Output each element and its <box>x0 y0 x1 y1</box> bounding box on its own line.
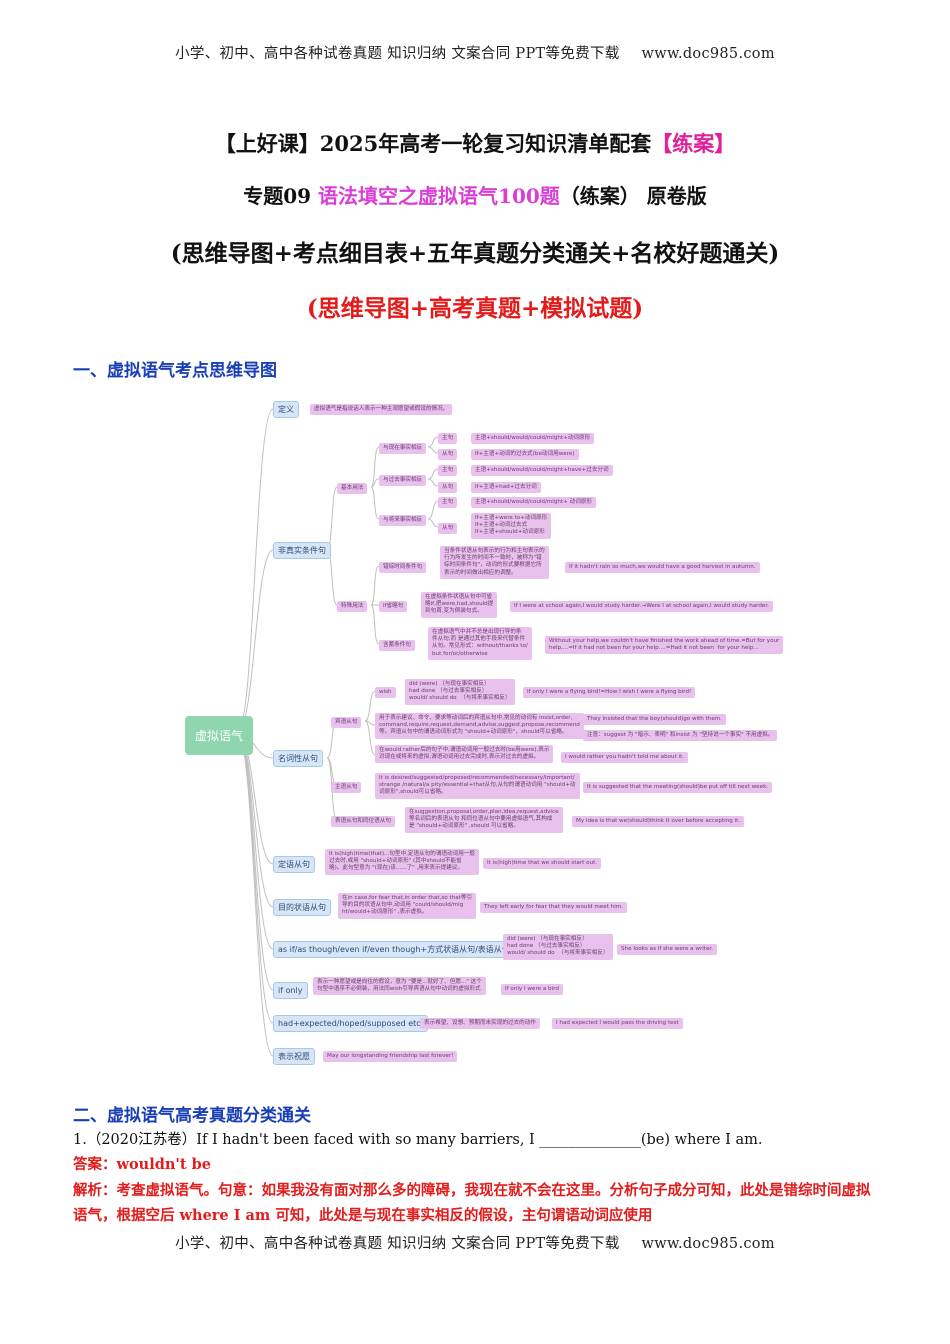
predicative-clause-example: My idea is that we(should)think it over … <box>572 816 745 827</box>
node-sub-clause: 从句 <box>438 482 458 493</box>
if-only-text: 表示一种愿望或是向往的假设，意为 "要是...就好了、但愿..." 这个 句型中… <box>313 977 486 996</box>
node-sub-clause: 从句 <box>438 523 458 534</box>
node-basic-usage: 基本用法 <box>337 483 368 494</box>
wish-example: If only I were a flying bird!=How I wish… <box>523 687 696 698</box>
rule-present-sub: If+主语+动词的过去式(be动词用were) <box>471 449 579 460</box>
branch-if-only: if only <box>273 982 308 999</box>
doc-outline-line: (思维导图+考点细目表+五年真题分类通关+名校好题通关) <box>170 240 780 267</box>
rule-future-main: 主语+should/would/could/might+ 动词原形 <box>471 497 596 508</box>
node-object-clause: 宾语从句 <box>331 717 362 728</box>
if-only-example: If only I were a bird <box>501 984 563 995</box>
node-special-usage: 特殊用法 <box>337 601 368 612</box>
object-clause-text-1: 用于表示建议、命令、要求等动词后的宾语从句中,常见的动词有 insist,ord… <box>375 713 584 739</box>
had-expected-example: I had expected I would pass the driving … <box>552 1018 683 1029</box>
footer-text: 小学、初中、高中各种试卷真题 知识归纳 文案合同 PPT等免费下载 <box>175 1236 620 1252</box>
subject-clause-example: It is suggested that the meeting(should)… <box>583 782 773 793</box>
section-heading-2: 二、虚拟语气高考真题分类通关 <box>73 1106 311 1126</box>
if-omission-example: If I were at school again,I would study … <box>510 601 773 612</box>
object-clause-example-1: They insisted that the boy(should)go wit… <box>583 714 727 725</box>
branch-purpose-clause: 目的状语从句 <box>273 899 331 916</box>
branch-as-if: as if/as though/even if/even though+方式状语… <box>273 941 515 958</box>
purpose-clause-text: 在in case,for fear that,in order that,so … <box>338 893 477 919</box>
branch-wishes: 表示祝愿 <box>273 1048 315 1065</box>
attributive-clause-text: It is(high)time(that)...句型中,定语从句的谓语动词用一般… <box>325 849 480 875</box>
title-prefix: 【上好课】2025年高考一轮复习知识清单配套 <box>214 131 652 156</box>
branch-noun-clause: 名词性从句 <box>273 750 323 767</box>
definition-text: 虚拟语气是指说话人表示一种主观愿望或假设的情况。 <box>310 404 453 415</box>
answer-1: 答案：wouldn't be <box>73 1156 211 1173</box>
mixed-time-example: If it hadn't rain so much,we would have … <box>565 562 760 573</box>
rule-past-sub: If+主语+had+过去分词 <box>471 482 541 493</box>
page-header: 小学、初中、高中各种试卷真题 知识归纳 文案合同 PPT等免费下载 www.doc… <box>0 42 950 63</box>
subject-clause-text: It is desired/suggested/proposed/recomme… <box>375 773 580 799</box>
branch-definition: 定义 <box>273 401 299 418</box>
implied-condition-text: 在虚拟语气中并不总是出现行导的条 件从句,而 是通过其他手段来代替条件 从句。常… <box>428 627 532 660</box>
predicative-clause-text: 在suggestion,proposal,order,plan,idea,req… <box>405 807 563 833</box>
object-clause-text-2: 在would rather后的句子中,谓语动词用一般过去时(be用were),表… <box>375 745 554 764</box>
header-text: 小学、初中、高中各种试卷真题 知识归纳 文案合同 PPT等免费下载 <box>175 46 620 62</box>
as-if-example: She looks as if she were a writer. <box>617 944 717 955</box>
as-if-text: did (were) （与现在事实相反） had done （与过去事实相反） … <box>503 934 613 960</box>
branch-had-expected: had+expected/hoped/supposed etc. <box>273 1015 429 1032</box>
title-tag: 【练案】 <box>651 131 736 156</box>
node-if-omission: if省略句 <box>379 601 408 612</box>
node-subject-clause: 主语从句 <box>331 782 362 793</box>
wishes-example: May our longstanding friendship last for… <box>323 1051 458 1062</box>
object-clause-note: 注意：suggest 为 "暗示、表明" 和insist 为 "坚持说一个事实"… <box>583 730 778 741</box>
header-site[interactable]: www.doc985.com <box>641 46 775 62</box>
question-1: 1.（2020江苏卷）If I hadn't been faced with s… <box>73 1132 763 1148</box>
doc-title: 【上好课】2025年高考一轮复习知识清单配套【练案】 <box>0 128 950 158</box>
node-past-contrary: 与过去事实相反 <box>379 475 427 486</box>
mind-map: 虚拟语气 定义 虚拟语气是指说话人表示一种主观愿望或假设的情况。 非真实条件句 … <box>185 393 785 1068</box>
subtitle-topic: 语法填空之虚拟语气100题 <box>318 184 560 208</box>
page-footer: 小学、初中、高中各种试卷真题 知识归纳 文案合同 PPT等免费下载 www.doc… <box>0 1232 950 1253</box>
branch-unreal-condition: 非真实条件句 <box>273 542 331 559</box>
purpose-clause-example: They left early for fear that they would… <box>480 902 627 913</box>
object-clause-example-2: I would rather you hadn't told me about … <box>561 752 689 763</box>
node-present-contrary: 与现在事实相反 <box>379 443 427 454</box>
node-predicative-clause: 表语从句和同位语从句 <box>331 816 395 827</box>
had-expected-text: 表示希望、设想、预期而未实现的过去的动作 <box>420 1018 540 1029</box>
wish-text: did (were) （与现在事实相反） had done （与过去事实相反） … <box>405 679 515 705</box>
if-omission-text: 在虚拟条件状语从句中可省 略if,把were,had,should提 到句首,变… <box>421 592 498 618</box>
node-main-clause: 主句 <box>438 497 458 508</box>
subtitle-prefix: 专题09 <box>243 184 319 208</box>
footer-site[interactable]: www.doc985.com <box>641 1236 775 1252</box>
rule-past-main: 主语+should/would/could/might+have+过去分词 <box>471 465 613 476</box>
subtitle-suffix: （练案） 原卷版 <box>559 184 707 208</box>
node-sub-clause: 从句 <box>438 449 458 460</box>
section-heading-1: 一、虚拟语气考点思维导图 <box>73 361 277 381</box>
node-implied-condition: 含蓄条件句 <box>379 640 415 651</box>
analysis-1: 解析：考查虚拟语气。句意：如果我没有面对那么多的障碍，我现在就不会在这里。分析句… <box>73 1182 871 1224</box>
rule-future-sub: If+主语+were to+动词原形 If+主语+动词过去式 If+主语+sho… <box>471 513 552 539</box>
implied-condition-example: Without your help,we couldn't have finis… <box>545 636 784 655</box>
node-main-clause: 主句 <box>438 465 458 476</box>
node-wish: wish <box>375 687 396 698</box>
mind-root: 虚拟语气 <box>185 716 254 755</box>
doc-outline-line-red: (思维导图+高考真题+模拟试题) <box>306 295 644 322</box>
doc-subtitle: 专题09 语法填空之虚拟语气100题（练案） 原卷版 <box>0 180 950 209</box>
attributive-clause-example: It is(high)time that we should start out… <box>483 858 602 869</box>
branch-attributive-clause: 定语从句 <box>273 856 315 873</box>
rule-present-main: 主语+should/would/could/might+动词原形 <box>471 433 595 444</box>
node-future-contrary: 与将来事实相反 <box>379 515 427 526</box>
mixed-time-text: 当条件状语从句表示的行为和主句表示的 行为所发生的时间不一致时，被称为"错 综时… <box>440 546 549 579</box>
node-mixed-time: 错综时间条件句 <box>379 562 427 573</box>
node-main-clause: 主句 <box>438 433 458 444</box>
